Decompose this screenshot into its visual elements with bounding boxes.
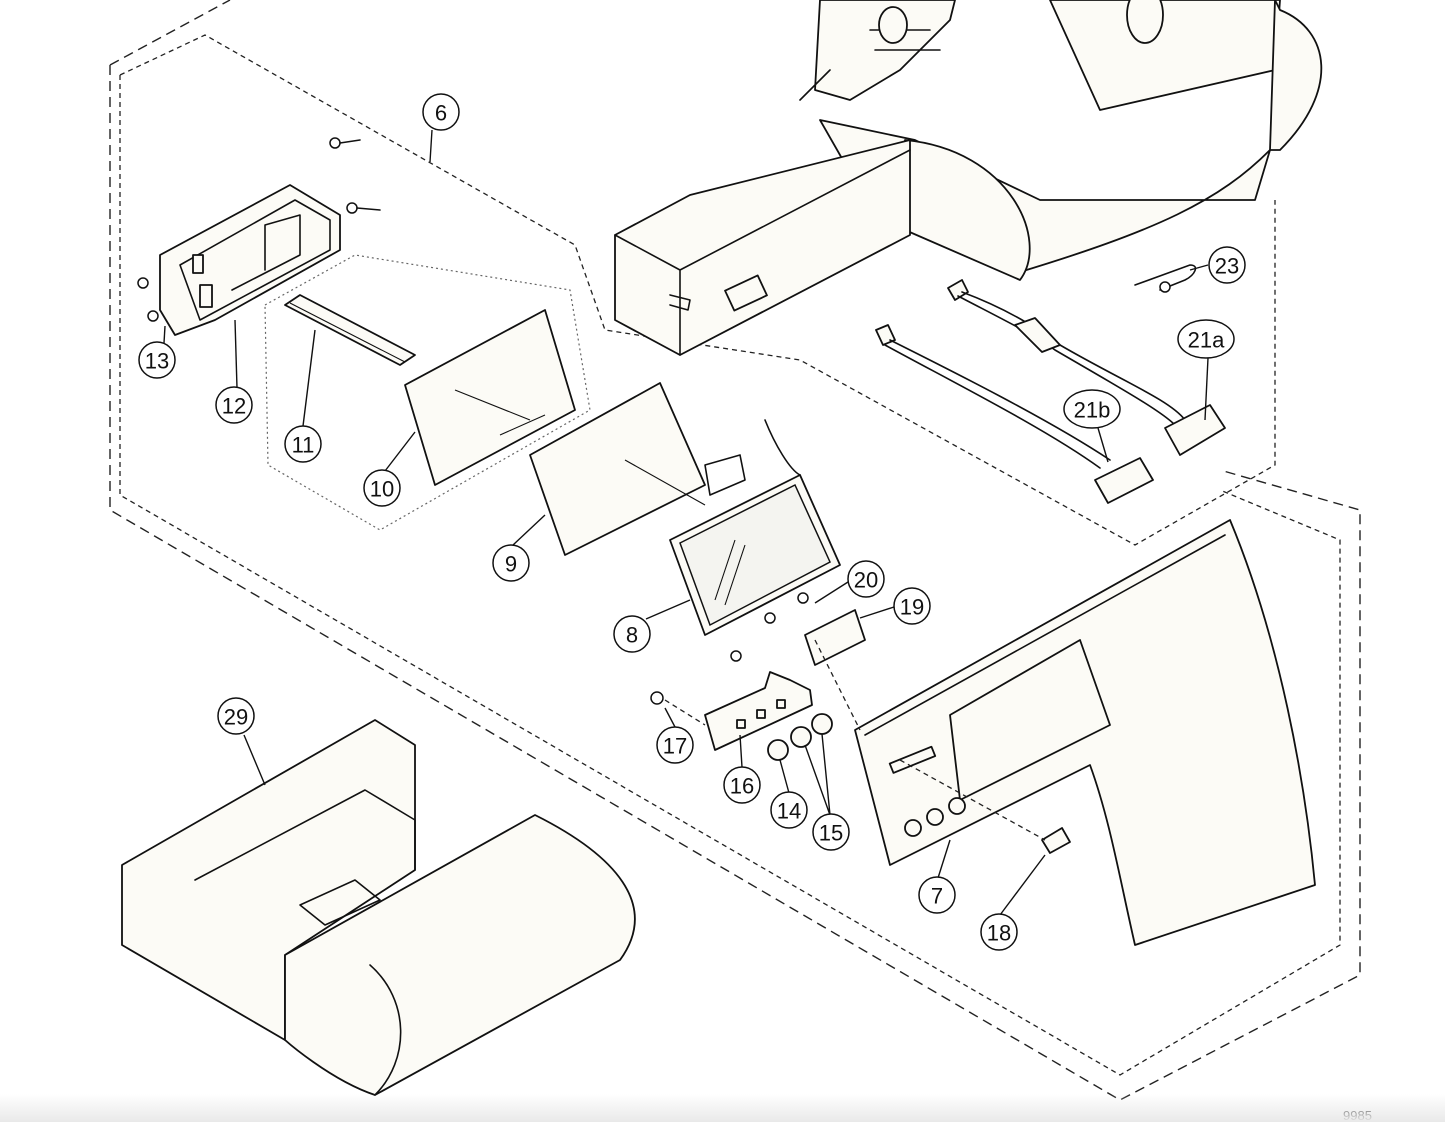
- plate-16: [650, 650, 833, 761]
- callout-label: 13: [145, 349, 169, 374]
- callout-20: 20: [847, 560, 885, 598]
- callout-label: 17: [663, 734, 687, 759]
- leader-lines: [163, 129, 1209, 916]
- callout-11: 11: [284, 425, 322, 463]
- harnesses-21: [875, 264, 1226, 504]
- callout-label: 20: [854, 568, 878, 593]
- callout-label: 19: [900, 595, 924, 620]
- panel-10: [404, 309, 576, 486]
- front-cover-7: [854, 519, 1316, 946]
- callout-7: 7: [918, 876, 956, 914]
- base-cover-29: [121, 719, 636, 1096]
- ribbon-cable-11: [284, 294, 416, 366]
- callout-6: 6: [422, 93, 460, 131]
- callout-19: 19: [893, 587, 931, 625]
- callout-17: 17: [656, 726, 694, 764]
- callout-label: 21a: [1188, 328, 1225, 353]
- callout-21a: 21a: [1177, 319, 1235, 359]
- callout-29: 29: [217, 697, 255, 735]
- callout-10: 10: [363, 469, 401, 507]
- callout-label: 23: [1215, 254, 1239, 279]
- callout-label: 21b: [1074, 398, 1111, 423]
- callout-label: 10: [370, 477, 394, 502]
- callout-21b: 21b: [1063, 389, 1121, 429]
- callout-label: 18: [987, 921, 1011, 946]
- callout-label: 29: [224, 705, 248, 730]
- callout-8: 8: [613, 615, 651, 653]
- callout-label: 8: [626, 623, 638, 648]
- callout-label: 7: [931, 884, 943, 909]
- sheet-9: [529, 382, 706, 556]
- clip-18: [1041, 827, 1071, 854]
- callout-label: 6: [435, 101, 447, 126]
- bottom-shadow: [0, 1094, 1445, 1122]
- callout-label: 9: [505, 552, 517, 577]
- callout-label: 12: [222, 394, 246, 419]
- callout-label: 11: [292, 433, 315, 458]
- callout-label: 16: [730, 774, 754, 799]
- callout-18: 18: [980, 913, 1018, 951]
- assembly-boundary-lines: [109, 0, 1361, 1101]
- machine-body: [614, 0, 1323, 356]
- callout-15: 15: [812, 813, 850, 851]
- board-19: [764, 592, 866, 666]
- callout-14: 14: [770, 791, 808, 829]
- callout-label: 14: [777, 799, 801, 824]
- bracket-12: [137, 137, 381, 336]
- lcd-8: [669, 419, 841, 636]
- callout-9: 9: [492, 544, 530, 582]
- callout-13: 13: [138, 341, 176, 379]
- callout-12: 12: [215, 386, 253, 424]
- callout-23: 23: [1208, 246, 1246, 284]
- callout-label: 15: [819, 821, 843, 846]
- callout-16: 16: [723, 766, 761, 804]
